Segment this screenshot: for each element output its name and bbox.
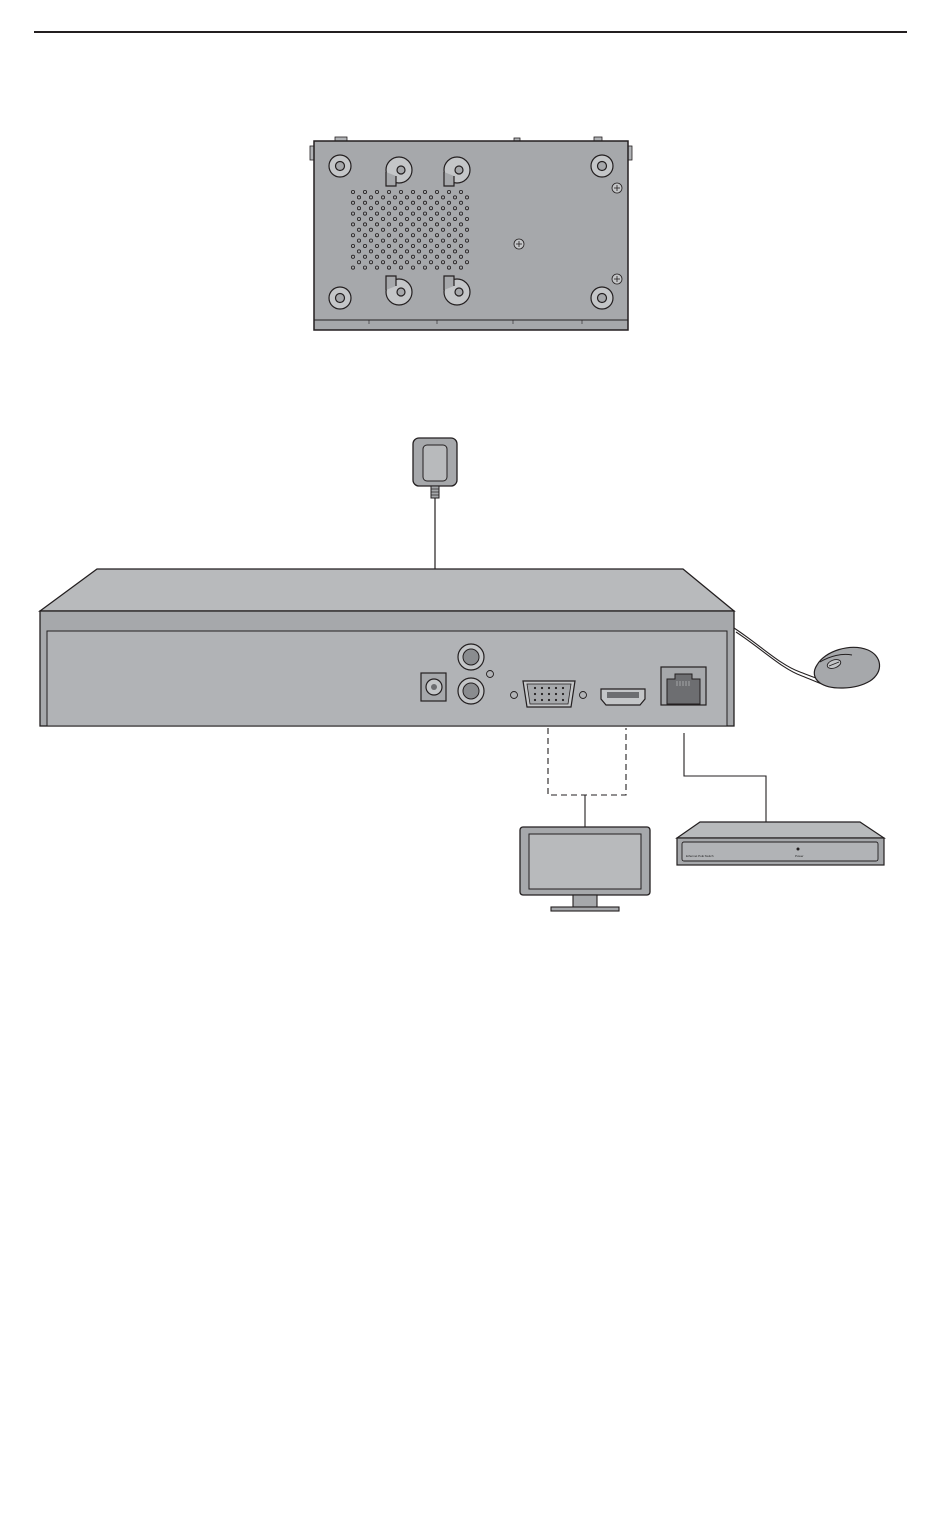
mouse-icon <box>734 628 880 688</box>
vga-pin <box>548 693 550 695</box>
vga-pin <box>541 693 543 695</box>
vga-pin <box>562 687 564 689</box>
audio-out-port <box>458 644 484 670</box>
vga-pin <box>541 687 543 689</box>
vga-pin <box>548 687 550 689</box>
vga-pin <box>555 699 557 701</box>
switch-label: Ethernet PoE Switch <box>686 854 714 858</box>
vga-pin <box>534 699 536 701</box>
vga-pin <box>562 699 564 701</box>
monitor-icon <box>520 827 650 911</box>
nvr-top-surface <box>40 569 734 611</box>
bottom-panel <box>314 141 628 330</box>
ethernet-cable <box>684 733 766 822</box>
power-dc-port <box>421 673 446 701</box>
nvr-rear-view <box>40 569 734 726</box>
vga-pin <box>562 693 564 695</box>
nvr-bottom-view <box>310 137 632 330</box>
vga-pin <box>548 699 550 701</box>
video-cables <box>548 728 626 827</box>
switch-power-label: Power <box>795 854 804 858</box>
vga-pin <box>541 699 543 701</box>
ethernet-port <box>661 667 706 705</box>
poe-switch-icon: Ethernet PoE Switch Power <box>677 822 884 865</box>
vga-pin <box>555 687 557 689</box>
vga-pin <box>534 693 536 695</box>
nvr-rear-panel <box>47 631 727 726</box>
hdmi-port <box>601 689 645 705</box>
vga-pin <box>555 693 557 695</box>
audio-in-port <box>458 678 484 704</box>
vga-pin <box>534 687 536 689</box>
